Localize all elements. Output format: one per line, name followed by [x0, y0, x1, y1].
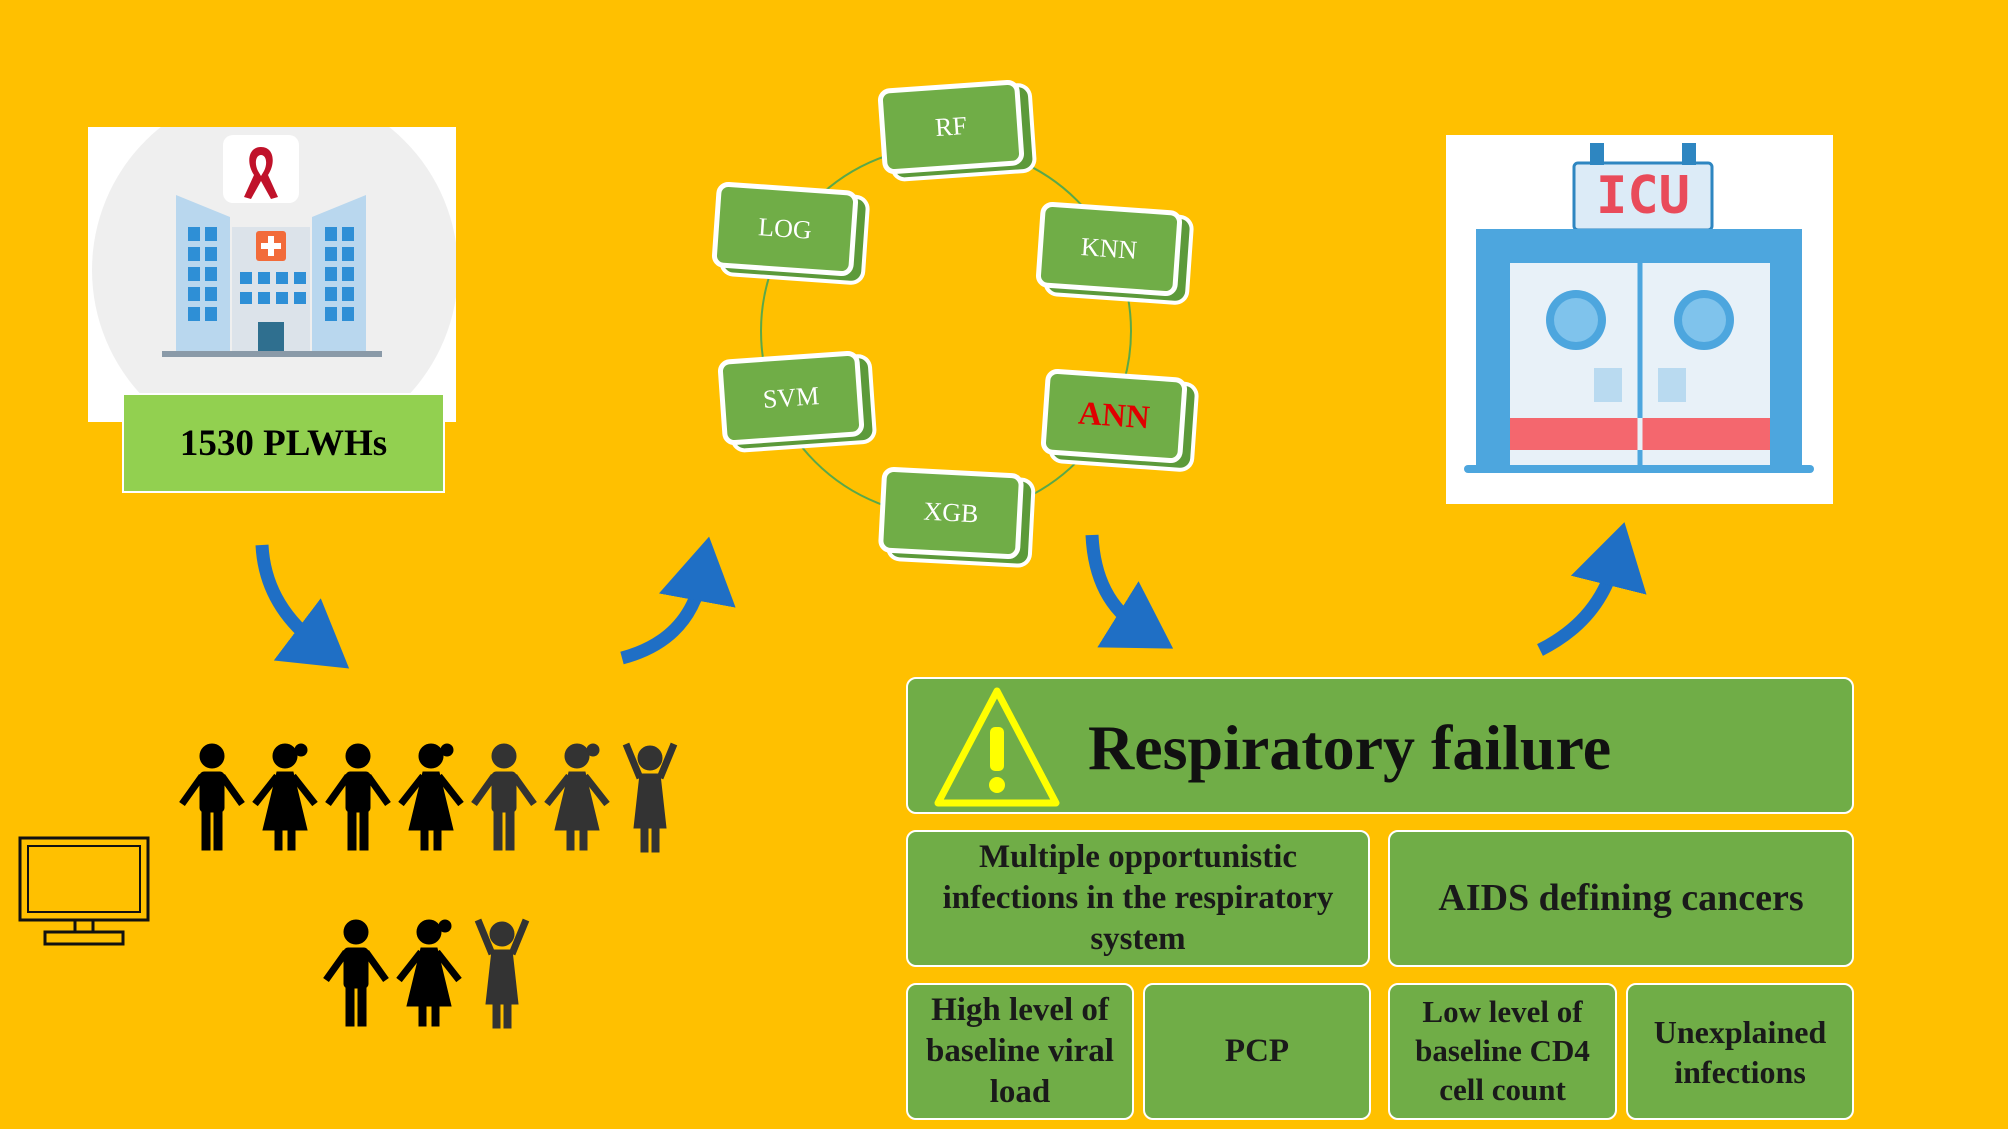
hospital-panel: [88, 127, 456, 422]
model-ann: ANN: [1040, 368, 1188, 464]
icu-icon: ICU: [1464, 143, 1814, 473]
people-icon: [323, 918, 530, 1029]
factor-box: AIDS defining cancers: [1388, 830, 1854, 967]
warning-icon: [934, 687, 1060, 807]
arrow-models-to-outcome: [1085, 534, 1174, 649]
person-figure: [396, 919, 462, 1027]
outcome-box: Respiratory failure: [906, 677, 1854, 814]
person-figure: [252, 743, 318, 851]
people-icon: [179, 742, 678, 853]
model-log: LOG: [711, 181, 859, 277]
person-figure: [471, 743, 537, 851]
factor-box: Unexplained infections: [1626, 983, 1854, 1120]
ribbon-icon: [244, 147, 278, 199]
factor-box: Low level of baseline CD4 cell count: [1388, 983, 1617, 1120]
arrow-people-to-models: [620, 536, 736, 665]
factor-box: High level of baseline viral load: [906, 983, 1134, 1120]
hospital-icon: [162, 135, 382, 357]
arrow-hospital-to-people: [255, 544, 350, 669]
person-figure: [325, 743, 391, 851]
factor-box: Multiple opportunistic infections in the…: [906, 830, 1370, 967]
icu-panel: ICU: [1446, 135, 1833, 504]
icu-sign: ICU: [1596, 166, 1690, 226]
population-label: 1530 PLWHs: [122, 393, 445, 493]
factor-box: PCP: [1143, 983, 1371, 1120]
person-figure: [179, 743, 245, 851]
person-figure: [323, 919, 389, 1027]
model-rf: RF: [877, 79, 1025, 175]
person-figure: [398, 743, 464, 851]
person-figure: [622, 742, 678, 853]
model-knn: KNN: [1035, 201, 1183, 297]
model-xgb: XGB: [877, 466, 1025, 560]
monitor-icon: [18, 836, 150, 946]
model-svm: SVM: [717, 350, 865, 446]
outcome-title: Respiratory failure: [1088, 711, 1612, 783]
person-figure: [544, 743, 610, 851]
person-figure: [474, 918, 530, 1029]
arrow-outcome-to-icu: [1537, 522, 1647, 656]
